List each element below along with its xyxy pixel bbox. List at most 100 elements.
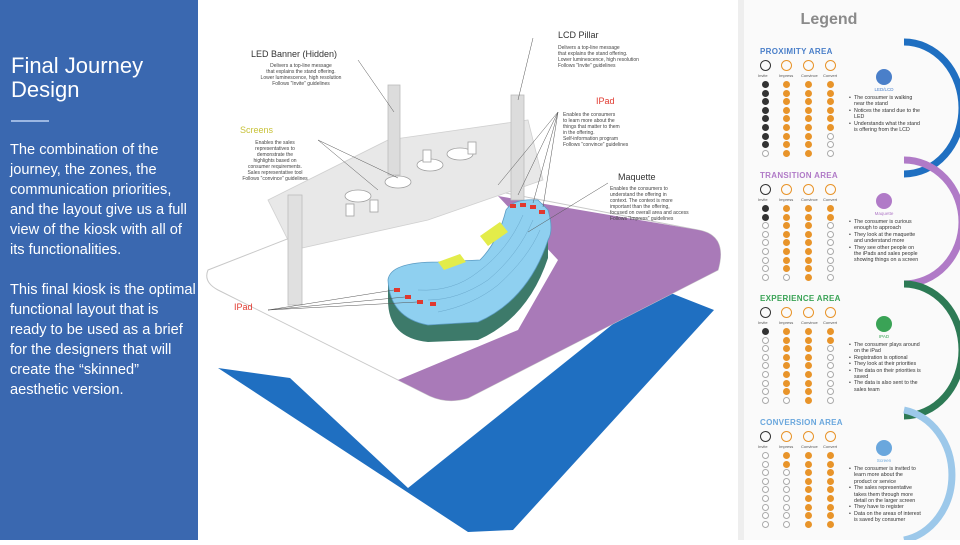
priority-dot — [827, 222, 834, 230]
priority-dot — [827, 388, 834, 396]
priority-dot — [827, 213, 834, 221]
priority-dot — [783, 205, 790, 212]
priority-dot — [805, 273, 812, 281]
priority-dot — [805, 89, 812, 97]
priority-dot — [805, 452, 812, 459]
zone-badge-icon — [876, 440, 892, 456]
legend-area-name: EXPERIENCE AREA — [760, 294, 841, 303]
priority-dot — [762, 98, 769, 106]
legend-bullet-list: The consumer is curious enough to approa… — [848, 219, 922, 264]
priority-dot — [805, 328, 812, 335]
priority-dot — [762, 379, 769, 387]
priority-dot — [827, 115, 834, 123]
priority-dot — [827, 477, 834, 485]
priority-dot — [783, 388, 790, 396]
priority-dot — [783, 460, 790, 468]
priority-dot — [783, 371, 790, 378]
priority-dot — [783, 495, 790, 502]
zone-name: Maquette — [874, 211, 894, 216]
priority-dot — [783, 486, 790, 494]
legend-bullet: Understands what the stand is offering f… — [849, 121, 922, 134]
priority-dot — [827, 345, 834, 353]
priority-dot — [805, 520, 812, 528]
legend-column-label: Invite — [758, 444, 768, 449]
legend-column-label: Convert — [823, 320, 838, 325]
priority-dot — [805, 141, 812, 149]
legend-bullet: The data on their priorities is saved — [849, 368, 922, 381]
priority-dot — [783, 149, 790, 157]
led-banner-pillar — [387, 84, 401, 176]
priority-dot — [783, 328, 790, 335]
priority-dot — [827, 469, 834, 477]
priority-dot — [762, 477, 769, 485]
priority-dot — [783, 81, 790, 88]
priority-dot — [805, 379, 812, 387]
convince-icon — [803, 307, 814, 318]
zone-badge-icon — [876, 69, 892, 85]
legend-title: Legend — [800, 11, 858, 28]
priority-dot — [783, 106, 790, 114]
priority-dot — [762, 495, 769, 502]
screen-panel-2 — [438, 254, 466, 270]
priority-dot — [827, 371, 834, 378]
priority-dot — [805, 512, 812, 520]
priority-dot — [805, 396, 812, 404]
legend-column-label: Convert — [823, 73, 838, 78]
priority-dot — [783, 396, 790, 404]
priority-dot — [783, 353, 790, 361]
legend-bullet: Notices the stand due to the LED — [849, 108, 922, 121]
priority-dot — [783, 345, 790, 353]
priority-dot — [783, 141, 790, 149]
callout-maquette-desc: Enables the consumers to understand the … — [610, 186, 689, 222]
invite-icon — [760, 431, 771, 442]
ipad-stations — [394, 203, 545, 306]
priority-dot — [783, 115, 790, 123]
priority-dot — [827, 132, 834, 140]
priority-dot — [762, 512, 769, 520]
legend-column-label: Invite — [758, 320, 768, 325]
priority-dot — [783, 520, 790, 528]
transition-arc — [903, 156, 960, 288]
priority-dot — [805, 371, 812, 378]
legend-arcs — [903, 38, 960, 540]
impress-icon — [781, 307, 792, 318]
legend-column-label: Invite — [758, 73, 768, 78]
priority-dot — [827, 379, 834, 387]
priority-dot — [762, 273, 769, 281]
priority-dot — [827, 396, 834, 404]
priority-dot — [827, 273, 834, 281]
priority-dot — [805, 124, 812, 131]
priority-dot — [827, 141, 834, 149]
description-paragraph-2: This final kiosk is the optimal function… — [10, 282, 196, 398]
counter-front-face — [388, 240, 548, 342]
page-title-line1: Final Journey — [11, 53, 144, 78]
priority-dot — [762, 115, 769, 123]
priority-dot — [762, 205, 769, 212]
priority-dot — [762, 89, 769, 97]
priority-dot — [827, 503, 834, 511]
priority-dot — [762, 362, 769, 370]
priority-dot — [827, 239, 834, 247]
priority-dot — [827, 512, 834, 520]
priority-dot — [805, 213, 812, 221]
legend-column-label: Convert — [823, 444, 838, 449]
callout-ipad-top-desc: Enables the consumers to learn more abou… — [563, 112, 629, 148]
priority-dot — [805, 230, 812, 238]
priority-dot — [805, 362, 812, 370]
screen-panel-1 — [480, 222, 508, 246]
priority-dot — [827, 256, 834, 264]
transition-floor-zone — [398, 196, 721, 401]
priority-dot — [762, 469, 769, 477]
priority-dot — [762, 222, 769, 230]
priority-dot — [783, 239, 790, 247]
panel-separator — [738, 0, 744, 540]
zone-name: LED/LCD — [874, 87, 894, 92]
priority-dot — [762, 81, 769, 88]
priority-dot — [805, 149, 812, 157]
priority-dot — [827, 98, 834, 106]
invite-icon — [760, 184, 771, 195]
priority-dot — [827, 106, 834, 114]
left-info-panel: Final Journey Design The combination of … — [0, 0, 198, 540]
priority-dot — [805, 503, 812, 511]
legend-area-name: PROXIMITY AREA — [760, 47, 833, 56]
